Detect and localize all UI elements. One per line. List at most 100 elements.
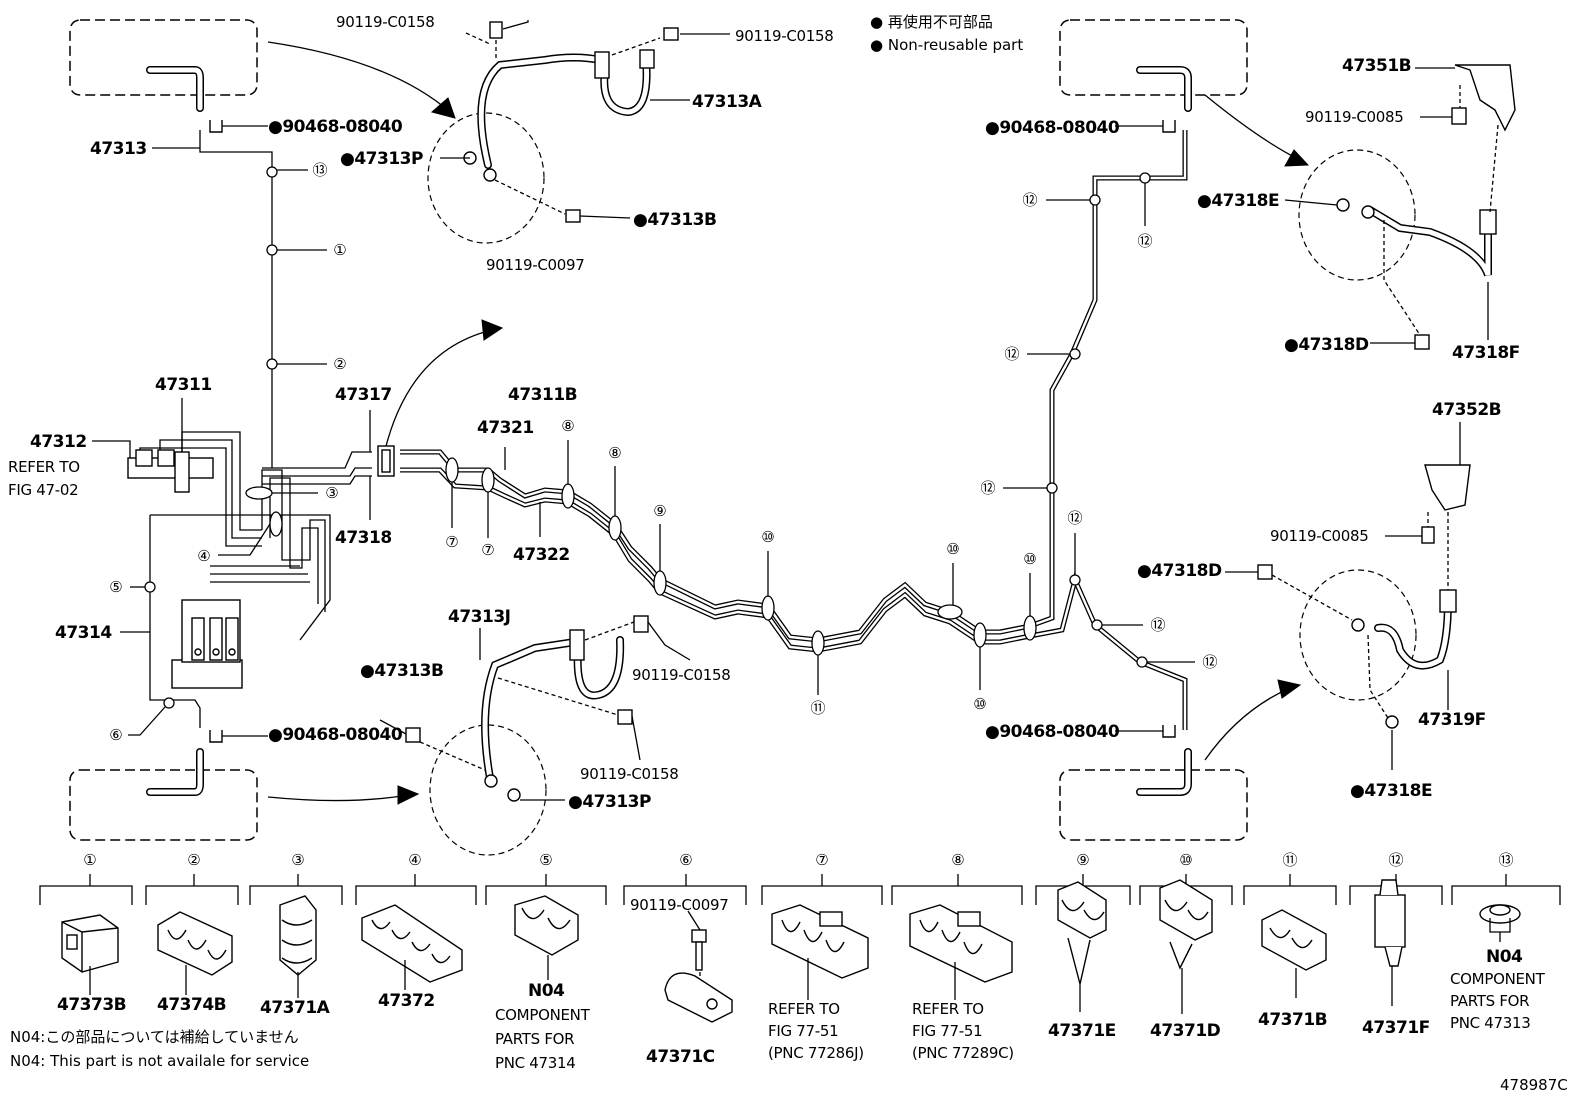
label-47313a: 47313A (692, 92, 763, 112)
footnote-ja: N04:この部品については補給していません (10, 1028, 299, 1046)
svg-text:● Non-reusable part: ● Non-reusable part (870, 36, 1023, 54)
direction-arrows (267, 41, 1310, 805)
master-cylinder (127, 449, 214, 493)
legend-num-8: ⑧ (951, 851, 964, 869)
label-fig-47-02: FIG 47-02 (8, 481, 78, 499)
clip-47374b-drawing (157, 911, 233, 995)
clip-47371a-drawing (279, 895, 317, 998)
label-90468-08040: ●90468-08040 (985, 118, 1120, 138)
label-47313j: 47313J (448, 607, 510, 627)
label-47321: 47321 (477, 418, 534, 438)
abs-actuator (171, 599, 243, 689)
callout-9: ⑨ (653, 502, 666, 520)
label-90119-c0158: 90119-C0158 (336, 13, 434, 31)
clip-47372-drawing (361, 904, 463, 990)
clip-n04-47314-drawing (514, 895, 579, 980)
callout-1: ① (333, 241, 346, 259)
legend-num-13: ⑬ (1498, 851, 1513, 869)
clip-47371b-drawing (1261, 909, 1327, 998)
front-left-hose-bottom (379, 615, 691, 802)
parts-legend-strip: ① ② ③ ④ ⑤ ⑥ ⑦ ⑧ ⑨ ⑩ ⑪ ⑫ ⑬ (39, 851, 1561, 1072)
label-90468-08040: ●90468-08040 (268, 725, 403, 745)
label-47319f: 47319F (1418, 710, 1486, 730)
callout-8: ⑧ (608, 444, 621, 462)
legend-note: COMPONENT (495, 1006, 591, 1024)
clip-77286j-drawing (771, 904, 869, 1000)
clip-47373b-drawing (61, 914, 119, 995)
callout-12: ⑫ (1150, 616, 1165, 634)
callout-10: ⑩ (1023, 550, 1036, 568)
label-47351b: 47351B (1342, 56, 1411, 76)
rear-right-hose-top (1284, 64, 1516, 350)
union-clips (209, 120, 1176, 743)
label-47318d: ●47318D (1284, 335, 1369, 355)
callout-7: ⑦ (445, 533, 458, 551)
label-47311: 47311 (155, 375, 212, 395)
label-47313p: ●47313P (568, 792, 651, 812)
legend-note: (PNC 77286J) (768, 1044, 864, 1062)
callout-2: ② (333, 355, 346, 373)
legend-num-6: ⑥ (679, 851, 692, 869)
callout-12: ⑫ (1202, 653, 1217, 671)
callout-4: ④ (197, 547, 210, 565)
label-90119-c0085: 90119-C0085 (1270, 527, 1368, 545)
callout-numbers: ⑬ ① ② ③ ④ ⑤ ⑥ ⑦ ⑦ ⑧ ⑧ ⑨ ⑩ ⑪ ⑩ ⑩ ⑩ ⑫ ⑫ ⑫ … (109, 161, 1217, 744)
grommet-n04-drawing (1479, 904, 1521, 942)
label-47318f: 47318F (1452, 343, 1520, 363)
legend-num-2: ② (187, 851, 200, 869)
callout-6: ⑥ (109, 726, 122, 744)
label-47312: 47312 (30, 432, 87, 452)
label-47352b: 47352B (1432, 400, 1501, 420)
legend-label-47371c: 47371C (646, 1047, 715, 1067)
legend-note: PARTS FOR (495, 1030, 574, 1048)
legend-label-47372: 47372 (378, 991, 435, 1011)
callout-11: ⑪ (810, 699, 825, 717)
legend-num-5: ⑤ (539, 851, 552, 869)
label-47318e: ●47318E (1350, 781, 1432, 801)
callout-10: ⑩ (946, 540, 959, 558)
label-90468-08040: ●90468-08040 (985, 722, 1120, 742)
legend-note: PNC 47314 (495, 1054, 576, 1072)
footnotes: N04:この部品については補給していません N04: This part is … (10, 1028, 1568, 1094)
svg-text:● 再使用不可部品: ● 再使用不可部品 (870, 13, 993, 31)
label-47314: 47314 (55, 623, 112, 643)
callout-12: ⑫ (980, 479, 995, 497)
legend: ● 再使用不可部品 ● Non-reusable part (870, 13, 1023, 54)
wheel-boxes (69, 19, 1248, 841)
clip-47371d-drawing (1159, 879, 1213, 1014)
label-90119-c0085: 90119-C0085 (1305, 108, 1403, 126)
legend-note: FIG 77-51 (768, 1022, 838, 1040)
label-47313b: ●47313B (633, 210, 716, 230)
legend-num-12: ⑫ (1388, 851, 1403, 869)
label-refer-to: REFER TO (8, 458, 80, 476)
legend-label-n04: N04 (528, 981, 565, 1001)
callout-13: ⑬ (312, 161, 327, 179)
callout-12: ⑫ (1137, 232, 1152, 250)
callout-12: ⑫ (1022, 191, 1037, 209)
callout-7: ⑦ (481, 541, 494, 559)
label-90468-08040: ●90468-08040 (268, 117, 403, 137)
legend-note: REFER TO (912, 1000, 984, 1018)
callout-12: ⑫ (1004, 345, 1019, 363)
label-47313b: ●47313B (360, 661, 443, 681)
label-47322: 47322 (513, 545, 570, 565)
legend-label-47371d: 47371D (1150, 1021, 1221, 1041)
legend-label-47373b: 47373B (57, 995, 126, 1015)
callout-10: ⑩ (973, 695, 986, 713)
label-47313: 47313 (90, 139, 147, 159)
legend-num-11: ⑪ (1282, 851, 1297, 869)
legend-bolt-90119-c0097: 90119-C0097 (630, 896, 728, 914)
label-47313p: ●47313P (340, 149, 423, 169)
legend-num-9: ⑨ (1076, 851, 1089, 869)
part-labels: 90119-C0158 90119-C0158 47313A ●90468-08… (8, 13, 1520, 812)
legend-note: (PNC 77289C) (912, 1044, 1014, 1062)
legend-label-47371b: 47371B (1258, 1010, 1327, 1030)
label-90119-c0158: 90119-C0158 (580, 765, 678, 783)
legend-label-47371a: 47371A (260, 998, 331, 1018)
figure-id: 478987C (1500, 1076, 1568, 1094)
legend-num-3: ③ (291, 851, 304, 869)
legend-note: FIG 77-51 (912, 1022, 982, 1040)
callout-10: ⑩ (761, 528, 774, 546)
clip-47371f-drawing (1374, 879, 1406, 1006)
